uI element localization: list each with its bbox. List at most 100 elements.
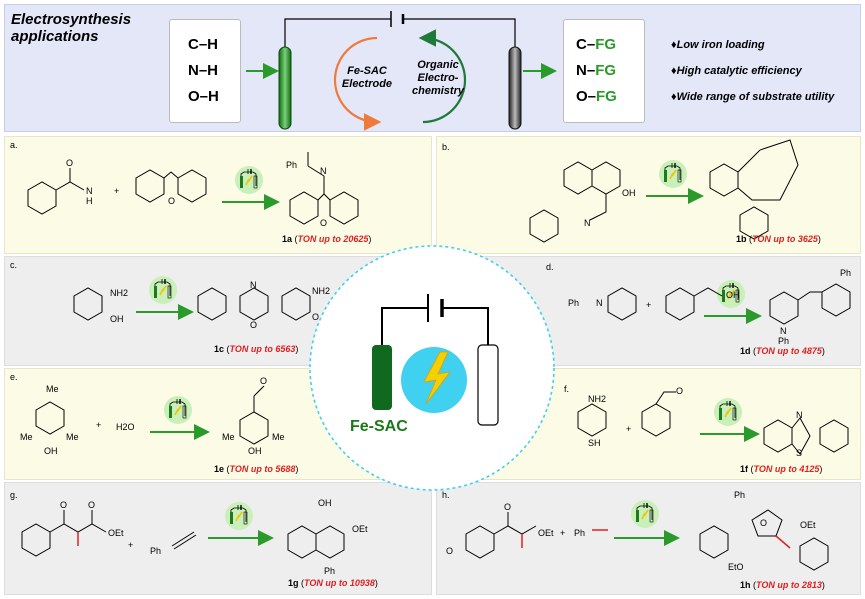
atom-me-e3: Me bbox=[66, 432, 79, 442]
feature-1: ♦Low iron loading bbox=[671, 39, 765, 51]
reactant-oh: O–H bbox=[188, 88, 219, 105]
atom-oet-g: OEt bbox=[108, 528, 124, 538]
feature-2: ♦High catalytic efficiency bbox=[671, 65, 802, 77]
xanthene-left-ring bbox=[135, 169, 165, 203]
atom-n-f: N bbox=[796, 410, 803, 420]
atom-o-h3: O bbox=[760, 518, 768, 528]
overview-panel: Electrosynthesis applications C–H N–H O–… bbox=[4, 4, 861, 132]
anisyl-ring bbox=[465, 525, 495, 559]
atom-o-h2: O bbox=[504, 502, 512, 512]
atom-oet-h2: OEt bbox=[800, 520, 816, 530]
atom-ph-d3: Ph bbox=[840, 268, 852, 278]
atom-ph-g2: Ph bbox=[324, 566, 336, 576]
atom-ph-g: Ph bbox=[150, 546, 162, 556]
plus-h: + bbox=[560, 528, 566, 538]
plus-e: + bbox=[96, 420, 102, 430]
caption-1c: 1c (TON up to 6563) bbox=[214, 344, 299, 354]
atom-oet-g2: OEt bbox=[352, 524, 368, 534]
atom-oh-g: OH bbox=[318, 498, 332, 508]
panel-h-letter: h. bbox=[442, 490, 450, 500]
atom-o-f: O bbox=[676, 386, 684, 396]
atom-o-a3: O bbox=[320, 218, 328, 228]
atom-me-e1: Me bbox=[46, 384, 59, 394]
atom-ph-h2: Ph bbox=[734, 490, 746, 500]
caption-1e: 1e (TON up to 5688) bbox=[214, 464, 299, 474]
plus-d: + bbox=[646, 300, 652, 310]
center-fesac-label: Fe-SAC bbox=[350, 418, 408, 435]
atom-o-a1: O bbox=[66, 158, 74, 168]
atom-h-a: H bbox=[86, 196, 93, 206]
orange-cycle bbox=[333, 36, 382, 131]
title-line-1: Electrosynthesis bbox=[11, 11, 132, 28]
piperidine-ring bbox=[607, 287, 637, 321]
atom-oh-b: OH bbox=[622, 188, 636, 198]
plus-a: + bbox=[114, 186, 120, 196]
atom-me-e2: Me bbox=[20, 432, 33, 442]
center-white-electrode bbox=[477, 344, 499, 426]
product-cfg: C–FG bbox=[576, 36, 617, 53]
panel-d-letter: d. bbox=[546, 262, 554, 272]
atom-n-c: N bbox=[250, 280, 257, 290]
atom-n-a2: N bbox=[320, 166, 327, 176]
panel-e-letter: e. bbox=[10, 372, 18, 382]
atom-oet-h: OEt bbox=[538, 528, 554, 538]
feature-3: ♦Wide range of substrate utility bbox=[671, 91, 835, 103]
caption-1d: 1d (TON up to 4875) bbox=[740, 346, 825, 356]
phenoxazine-left bbox=[197, 287, 227, 321]
atom-o-h1: O bbox=[446, 546, 454, 556]
atom-me-e4: Me bbox=[222, 432, 235, 442]
panel-a bbox=[4, 136, 432, 254]
atom-nh2-c2: NH2 bbox=[312, 286, 331, 296]
atom-nh2-f: NH2 bbox=[588, 394, 607, 404]
caption-1g: 1g (TON up to 10938) bbox=[288, 578, 378, 588]
atom-nh2-c: NH2 bbox=[110, 288, 129, 298]
product-ofg: O–FG bbox=[576, 88, 617, 105]
panel-g-letter: g. bbox=[10, 490, 18, 500]
atom-oh-d: OH bbox=[726, 290, 740, 300]
atom-me-e5: Me bbox=[272, 432, 285, 442]
caption-1f: 1f (TON up to 4125) bbox=[740, 464, 823, 474]
atom-n-b: N bbox=[584, 218, 591, 228]
overview-title: Electrosynthesis applications bbox=[11, 11, 131, 45]
atom-o-a2: O bbox=[168, 196, 176, 206]
reactant-nh: N–H bbox=[188, 62, 219, 79]
atom-oh-e: OH bbox=[44, 446, 58, 456]
green-cycle bbox=[418, 29, 467, 124]
atom-s-f: S bbox=[796, 448, 803, 458]
plus-f: + bbox=[626, 424, 632, 434]
atom-o-g1: O bbox=[60, 500, 68, 510]
benzamide-ring bbox=[27, 181, 57, 215]
atom-oh-c: OH bbox=[110, 314, 124, 324]
mesitol-ring bbox=[35, 401, 65, 435]
atom-n-a: N bbox=[86, 186, 93, 196]
caption-1a: 1a (TON up to 20625) bbox=[282, 234, 372, 244]
atom-eto-h: EtO bbox=[728, 562, 744, 572]
reactant-ch: C–H bbox=[188, 36, 219, 53]
product-nfg: N–FG bbox=[576, 62, 617, 79]
panel-b-letter: b. bbox=[442, 142, 450, 152]
plus-g: + bbox=[128, 540, 134, 550]
reactant-box: C–H N–H O–H bbox=[169, 19, 241, 123]
panel-a-letter: a. bbox=[10, 140, 18, 150]
center-green-electrode bbox=[372, 345, 392, 410]
atom-ph-d: Ph bbox=[568, 298, 580, 308]
aminothiophenol-ring bbox=[577, 403, 607, 437]
atom-o-c: O bbox=[250, 320, 258, 330]
atom-sh-f: SH bbox=[588, 438, 601, 448]
atom-ph-a: Ph bbox=[286, 160, 298, 170]
black-electrode bbox=[508, 46, 522, 130]
overview-graphic bbox=[246, 11, 557, 131]
panel-c-letter: c. bbox=[10, 260, 18, 270]
caption-1b: 1b (TON up to 3625) bbox=[736, 234, 821, 244]
ketoester-ring bbox=[21, 523, 51, 557]
atom-h2o-e: H2O bbox=[116, 422, 135, 432]
atom-ph-h: Ph bbox=[574, 528, 586, 538]
title-line-2: applications bbox=[11, 28, 99, 45]
aminophenol-ring bbox=[73, 287, 103, 321]
atom-oh-e2: OH bbox=[248, 446, 262, 456]
